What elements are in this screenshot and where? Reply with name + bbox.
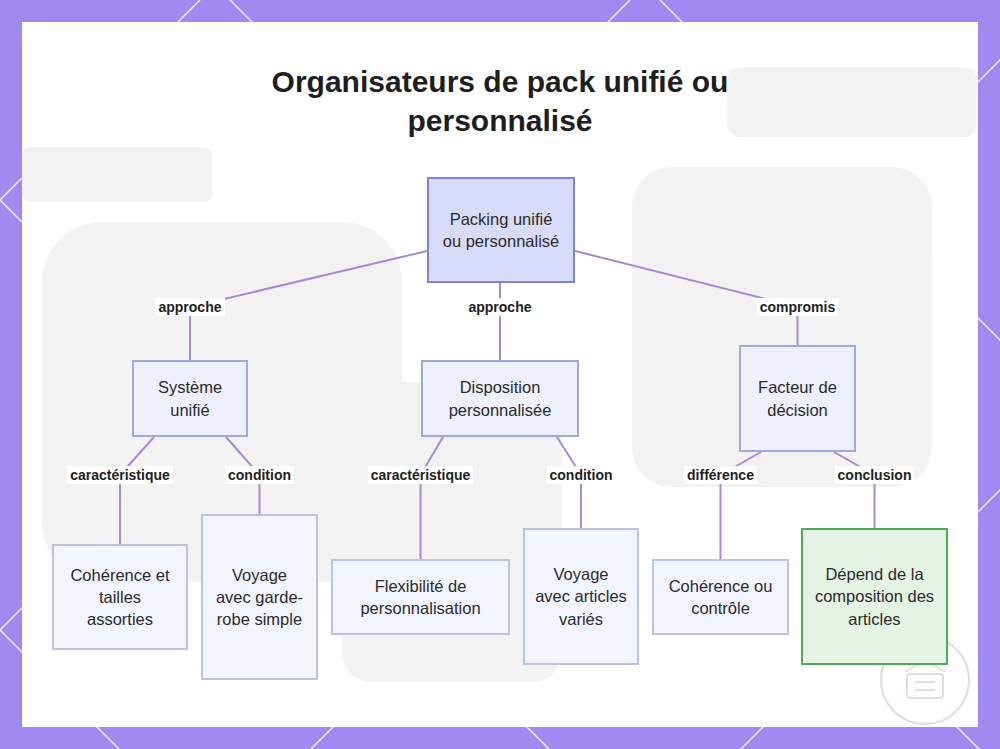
concept-box: Voyage avec garde-robe simple bbox=[201, 514, 318, 680]
connector-line bbox=[499, 283, 501, 360]
edge-label: approche bbox=[465, 298, 534, 316]
box-text: Cohérence ou contrôle bbox=[664, 575, 777, 620]
box-text: Disposition personnalisée bbox=[433, 376, 567, 421]
concept-box: Packing unifié ou personnalisé bbox=[427, 177, 575, 283]
edge-label: caractéristique bbox=[67, 466, 173, 484]
connector-line bbox=[834, 452, 875, 528]
edge-label: approche bbox=[155, 298, 224, 316]
diagram-title: Organisateurs de pack unifié ou personna… bbox=[230, 62, 770, 140]
edge-label: compromis bbox=[757, 298, 838, 316]
concept-box: Voyage avec articles variés bbox=[523, 528, 639, 665]
box-text: Système unifié bbox=[144, 376, 236, 421]
box-text: Cohérence et tailles assorties bbox=[64, 564, 176, 631]
edge-label: condition bbox=[225, 466, 294, 484]
box-text: Packing unifié ou personnalisé bbox=[439, 208, 563, 253]
box-text: Flexibilité de personnalisation bbox=[343, 575, 498, 620]
concept-box: Flexibilité de personnalisation bbox=[331, 559, 510, 635]
box-text: Voyage avec garde-robe simple bbox=[213, 564, 306, 631]
box-text: Voyage avec articles variés bbox=[535, 563, 627, 630]
concept-box: Disposition personnalisée bbox=[421, 360, 579, 437]
concept-box: Facteur de décision bbox=[739, 345, 856, 452]
concept-box: Dépend de la composition des articles bbox=[801, 528, 948, 665]
concept-box: Cohérence et tailles assorties bbox=[52, 544, 188, 650]
edge-label: différence bbox=[684, 466, 757, 484]
connector-line bbox=[190, 251, 427, 360]
edge-label: condition bbox=[547, 466, 616, 484]
box-text: Facteur de décision bbox=[751, 376, 844, 421]
connector-line bbox=[421, 437, 444, 559]
box-text: Dépend de la composition des articles bbox=[813, 563, 936, 630]
edge-label: caractéristique bbox=[368, 466, 474, 484]
concept-box: Cohérence ou contrôle bbox=[652, 559, 789, 635]
connector-line bbox=[120, 437, 154, 544]
concept-box: Système unifié bbox=[132, 360, 248, 437]
edge-label: conclusion bbox=[835, 466, 915, 484]
